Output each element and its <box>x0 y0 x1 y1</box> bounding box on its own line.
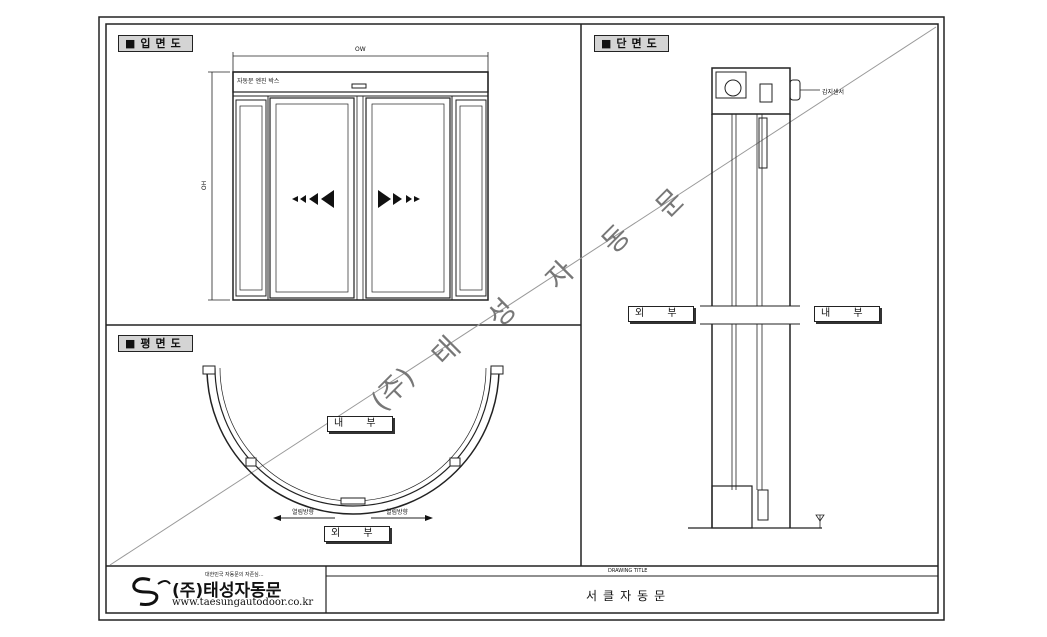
plan-inner-label: 내 부 <box>327 416 393 432</box>
company-logo-mark <box>132 577 171 606</box>
plan-tag: ■평면도 <box>118 335 193 352</box>
drawing-title: 서클자동문 <box>586 589 672 603</box>
outer-frame <box>98 16 945 621</box>
plan-direction-left: 열림방향 <box>292 509 315 516</box>
company-url: www.taesungautodoor.co.kr <box>172 597 314 608</box>
plan-outer-label: 외 부 <box>324 526 390 542</box>
header-box-label: 자동문 엔진 박스 <box>237 78 280 85</box>
drawing-title-label: DRAWING TITLE <box>608 568 648 574</box>
watermark-diagonal <box>109 26 937 566</box>
elevation-drawing <box>208 52 489 301</box>
plan-direction-arrowheads <box>273 515 433 521</box>
ow-label: OW <box>355 46 366 53</box>
section-inner-label: 내 부 <box>814 306 880 322</box>
inner-frame <box>105 23 939 614</box>
section-drawing <box>688 67 825 529</box>
plan-drawing <box>202 365 504 519</box>
company-tagline: 대한민국 자동문의 자존심... <box>205 572 264 578</box>
open-direction-arrows <box>292 190 420 208</box>
section-tag: ■단면도 <box>594 35 669 52</box>
section-outer-label: 외 부 <box>628 306 694 322</box>
oh-label: OH <box>201 180 209 191</box>
elevation-tag: ■입면도 <box>118 35 193 52</box>
plan-direction-right: 열림방향 <box>386 509 409 516</box>
sensor-label: 감지센서 <box>822 89 845 96</box>
company-name: (주)태성자동문 <box>172 581 282 601</box>
